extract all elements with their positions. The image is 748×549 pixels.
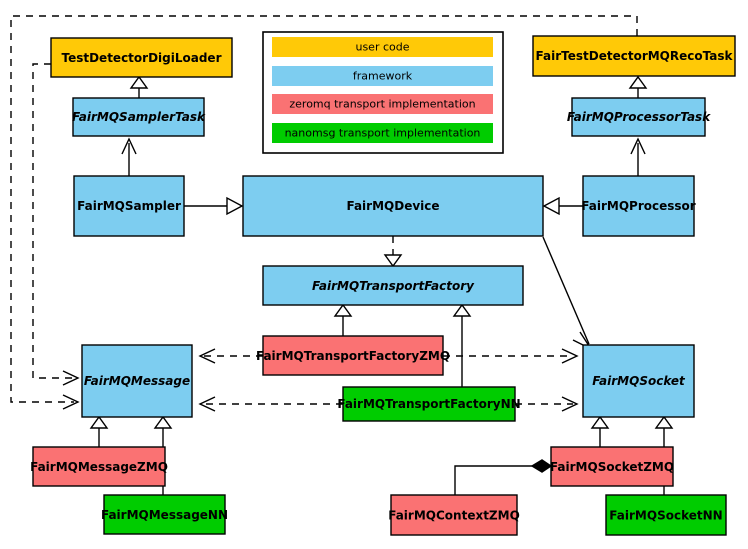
node-box[interactable]	[242, 175, 544, 237]
node-fair-test-detector-mq-reco-task[interactable]: FairTestDetectorMQRecoTask	[532, 35, 736, 77]
edge-digi-loader-to-message	[32, 63, 80, 386]
node-box[interactable]	[550, 446, 674, 487]
edge-message-zmq-to-message	[89, 415, 109, 447]
edge-sampler-to-sampler-task	[121, 137, 137, 176]
node-box[interactable]	[571, 97, 706, 137]
node-box[interactable]	[582, 175, 695, 237]
edge-digi-loader-to-sampler-task	[129, 75, 149, 98]
legend-swatch-user-code	[272, 37, 493, 57]
legend-swatch-nanomsg	[272, 123, 493, 143]
node-fairmq-socket[interactable]: FairMQSocket	[582, 344, 695, 418]
legend-item-user-code: user code	[272, 37, 493, 57]
edge-processor-to-device	[542, 196, 583, 216]
node-box[interactable]	[72, 97, 205, 137]
node-fairmq-sampler[interactable]: FairMQSampler	[73, 175, 185, 237]
node-box[interactable]	[582, 344, 695, 418]
node-box[interactable]	[73, 175, 185, 237]
legend: user code framework zeromq transport imp…	[262, 31, 504, 154]
node-fairmq-processor-task[interactable]: FairMQProcessorTask	[567, 97, 711, 137]
legend-item-zeromq: zeromq transport implementation	[272, 94, 493, 114]
node-box[interactable]	[390, 494, 518, 536]
edge-factory-zmq-to-message	[198, 348, 263, 364]
node-fairmq-socket-nn[interactable]: FairMQSocketNN	[605, 494, 727, 536]
edge-factory-nn-to-socket	[515, 396, 579, 412]
edge-socket-zmq-to-socket	[590, 415, 610, 447]
legend-item-nanomsg: nanomsg transport implementation	[272, 123, 493, 143]
node-fairmq-message[interactable]: FairMQMessage	[81, 344, 193, 418]
legend-swatch-zeromq	[272, 94, 493, 114]
legend-swatch-framework	[272, 66, 493, 86]
edge-factory-nn-to-factory	[452, 303, 472, 387]
edge-device-to-socket	[542, 236, 593, 351]
node-box[interactable]	[50, 37, 233, 78]
node-fairmq-context-zmq[interactable]: FairMQContextZMQ	[388, 494, 520, 536]
node-box[interactable]	[103, 494, 226, 535]
node-box[interactable]	[342, 386, 516, 422]
node-box[interactable]	[262, 265, 524, 306]
edge-factory-nn-to-message	[198, 396, 343, 412]
node-box[interactable]	[532, 35, 736, 77]
node-box[interactable]	[605, 494, 727, 536]
node-fairmq-processor[interactable]: FairMQProcessor	[581, 175, 696, 237]
node-box[interactable]	[32, 446, 166, 487]
edge-reco-task-to-message	[10, 15, 638, 410]
edge-device-to-transport-factory	[383, 236, 403, 268]
node-fairmq-device[interactable]: FairMQDevice	[242, 175, 544, 237]
node-fairmq-transport-factory-nn[interactable]: FairMQTransportFactoryNN	[337, 386, 521, 422]
node-box[interactable]	[81, 344, 193, 418]
edge-reco-task-to-processor-task	[628, 75, 648, 98]
node-test-detector-digi-loader[interactable]: TestDetectorDigiLoader	[50, 37, 233, 78]
node-box[interactable]	[262, 335, 444, 376]
edge-factory-zmq-to-socket	[443, 348, 579, 364]
legend-item-framework: framework	[272, 66, 493, 86]
node-fairmq-transport-factory[interactable]: FairMQTransportFactory	[262, 265, 524, 306]
edge-factory-zmq-to-factory	[333, 303, 353, 336]
edge-socket-zmq-to-context-zmq	[454, 459, 553, 495]
node-fairmq-socket-zmq[interactable]: FairMQSocketZMQ	[550, 446, 674, 487]
edge-sampler-to-device	[184, 196, 244, 216]
edge-processor-to-processor-task	[630, 137, 646, 176]
node-fairmq-message-zmq[interactable]: FairMQMessageZMQ	[30, 446, 168, 487]
node-fairmq-transport-factory-zmq[interactable]: FairMQTransportFactoryZMQ	[256, 335, 450, 376]
node-fairmq-message-nn[interactable]: FairMQMessageNN	[101, 494, 228, 535]
node-fairmq-sampler-task[interactable]: FairMQSamplerTask	[72, 97, 206, 137]
